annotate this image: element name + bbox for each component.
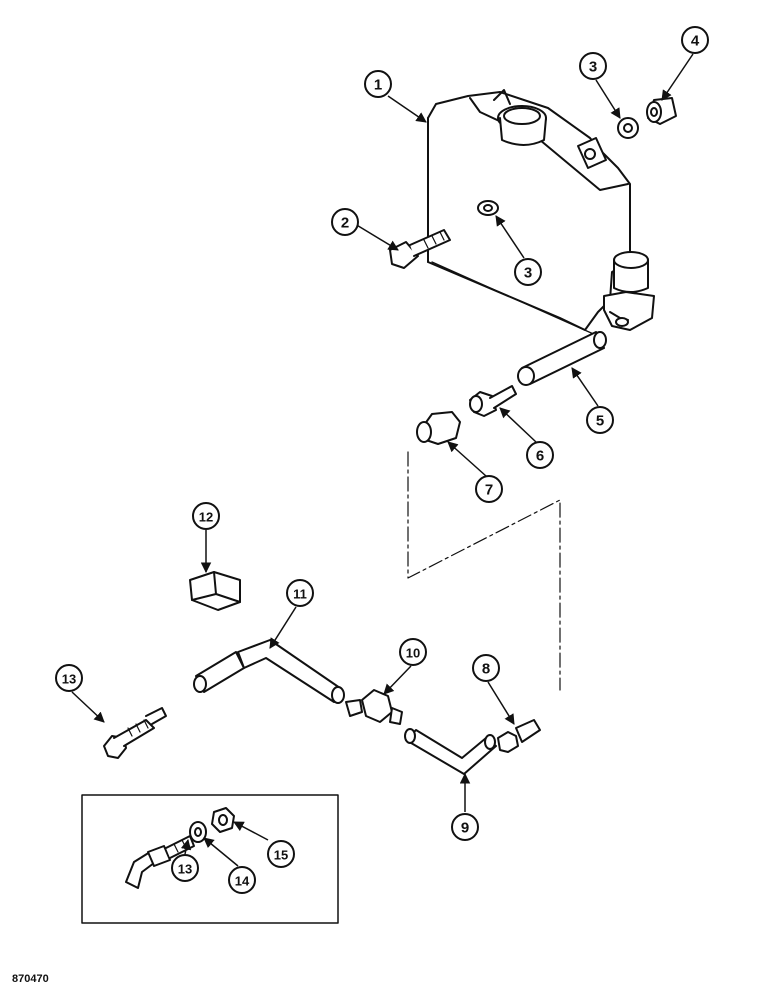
- elbow-fitting: [103, 707, 167, 759]
- callout-3: 3: [524, 265, 532, 282]
- callout-6: 6: [536, 448, 544, 465]
- hose-fitting: [469, 385, 517, 417]
- callout-1: 1: [374, 77, 382, 94]
- callout-12: 12: [199, 510, 213, 525]
- callout-3: 3: [589, 59, 597, 76]
- hose-clip: [189, 571, 241, 611]
- callout-4: 4: [691, 33, 700, 50]
- inset-nut: [211, 807, 235, 833]
- return-hose: [193, 639, 345, 704]
- adapter-fitting: [416, 411, 461, 445]
- drawing-reference-code: 870470: [12, 973, 49, 985]
- callout-11: 11: [293, 587, 307, 602]
- callout-9: 9: [461, 820, 469, 837]
- short-hose: [404, 728, 497, 775]
- callout-8: 8: [482, 661, 490, 678]
- callout-5: 5: [596, 413, 604, 430]
- callout-13: 13: [62, 672, 76, 687]
- hose-connector: [345, 689, 403, 725]
- callout-13: 13: [178, 862, 192, 877]
- small-fitting: [497, 719, 541, 753]
- callout-10: 10: [406, 646, 420, 661]
- callout-7: 7: [485, 482, 493, 499]
- callout-14: 14: [235, 874, 250, 889]
- cap-nut: [646, 97, 677, 125]
- fuel-hose: [517, 331, 607, 386]
- callout-2: 2: [341, 215, 349, 232]
- callout-15: 15: [274, 848, 288, 863]
- fuel-tank: [427, 89, 655, 331]
- inset-frame: [81, 794, 339, 924]
